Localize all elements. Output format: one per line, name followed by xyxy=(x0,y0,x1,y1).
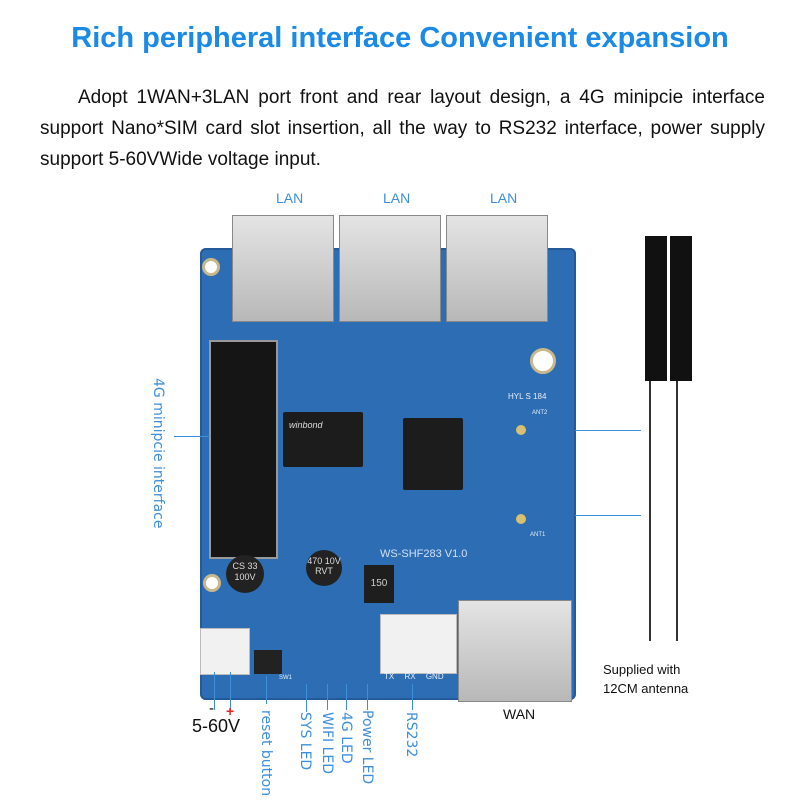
inductor: 150 xyxy=(364,565,394,603)
ant2-connector xyxy=(516,425,526,435)
lan-label-2: LAN xyxy=(383,190,411,206)
antenna-note: Supplied with 12CM antenna xyxy=(603,660,688,698)
sys-led-callout: SYS LED xyxy=(297,712,313,771)
wifi-led-callout: WIFI LED xyxy=(319,712,335,775)
4g-led-callout: 4G LED xyxy=(338,712,354,764)
callout-line xyxy=(346,684,347,710)
headline: Rich peripheral interface Convenient exp… xyxy=(71,22,729,54)
callout-line xyxy=(327,684,328,710)
antenna-2 xyxy=(670,236,692,381)
antenna-line xyxy=(575,515,641,516)
antenna-line xyxy=(575,430,641,431)
power-led-callout: Power LED xyxy=(359,710,375,785)
minipcie-slot xyxy=(209,340,278,559)
plus-sign: + xyxy=(226,703,235,719)
wan-label: WAN xyxy=(503,706,536,722)
lan-port-2 xyxy=(339,215,441,322)
lan-port-3 xyxy=(446,215,548,322)
callout-line xyxy=(266,676,267,704)
power-connector xyxy=(200,628,250,675)
lan-label-3: LAN xyxy=(490,190,518,206)
callout-line xyxy=(230,672,231,710)
capacitor: 470 10V RVT xyxy=(306,550,342,586)
mount-hole xyxy=(203,574,221,592)
memory-chip: winbond xyxy=(283,412,363,467)
reset-callout: reset button xyxy=(258,710,274,797)
lan-port-1 xyxy=(232,215,334,322)
chip-brand: winbond xyxy=(289,420,323,430)
antenna-note-line2: 12CM antenna xyxy=(603,681,689,696)
description: Adopt 1WAN+3LAN port front and rear layo… xyxy=(40,87,765,170)
soc-chip xyxy=(403,418,463,490)
rs232-callout: RS232 xyxy=(403,712,419,758)
mount-hole xyxy=(202,258,220,276)
antenna-cable xyxy=(676,381,678,641)
wan-port xyxy=(458,600,572,702)
reset-switch xyxy=(254,650,282,674)
callout-line xyxy=(367,684,368,710)
callout-line xyxy=(412,684,413,710)
serial-silk: TX RX GND xyxy=(384,672,444,681)
callout-line xyxy=(306,684,307,712)
antenna-note-line1: Supplied with xyxy=(603,662,681,677)
capacitor: CS 33 100V xyxy=(226,555,264,593)
sw1-silk: SW1 xyxy=(279,675,293,681)
minipcie-callout: 4G minipcie interface xyxy=(150,378,166,529)
ant1-silk: ANT1 xyxy=(530,532,546,538)
board-silk-hyl: HYL S 184 xyxy=(508,392,547,401)
antenna-1 xyxy=(645,236,667,381)
antenna-cable xyxy=(649,381,651,641)
mount-hole xyxy=(530,348,556,374)
callout-line xyxy=(174,436,210,437)
callout-line xyxy=(214,672,215,710)
lan-label-1: LAN xyxy=(276,190,304,206)
rs232-connector xyxy=(380,614,457,674)
ant1-connector xyxy=(516,514,526,524)
board-model: WS-SHF283 V1.0 xyxy=(380,548,468,560)
minus-sign: - xyxy=(209,700,214,717)
ant2-silk: ANT2 xyxy=(532,410,548,416)
voltage-label: 5-60V xyxy=(192,716,241,736)
